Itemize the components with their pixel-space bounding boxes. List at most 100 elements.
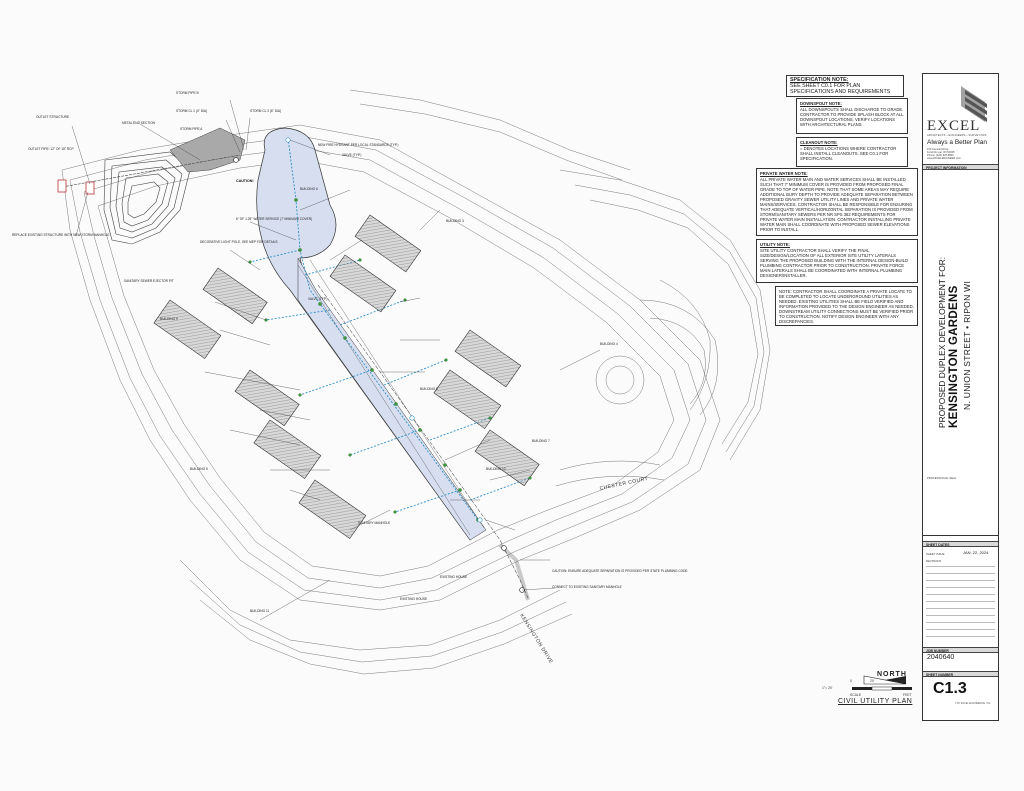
sheet-number-bar: SHEET NUMBER [923, 671, 998, 677]
cleanout-note-heading: CLEANOUT NOTE: [800, 140, 838, 145]
downspout-note-heading: DOWNSPOUT NOTE: [800, 101, 842, 106]
plan-callouts: STORM PIPE B STORM CL 3 (6" DIA) STORM C… [12, 91, 689, 613]
title-block: EXCEL ARCHITECTS • ENGINEERS • SURVEYORS… [922, 73, 999, 721]
revision-row [926, 636, 995, 637]
callout-outlet-pipe: OUTLET PIPE: 12" OF 18" RCP [28, 147, 74, 151]
utility-note-text: SITE UTILITY CONTRACTOR SHALL VERIFY THE… [760, 248, 909, 278]
sheet-date: JAN. 22, 2024 [963, 550, 989, 555]
scale-word: SCALE [850, 693, 862, 697]
cleanout-note-text: = DENOTES LOCATIONS WHERE CONTRACTOR SHA… [800, 146, 897, 161]
revision-row [926, 601, 995, 602]
north-arrow-icon [863, 675, 907, 685]
callout-sanitary-manhole: SANITARY MANHOLE [358, 521, 390, 525]
hydrant-markers [285, 137, 483, 523]
building-7 [454, 329, 522, 388]
private-water-note: PRIVATE WATER NOTE: ALL PRIVATE WATER MA… [756, 168, 918, 236]
project-info-bar: PROJECT INFORMATION [923, 164, 998, 170]
job-number-bar: JOB NUMBER [923, 647, 998, 653]
brand-name: EXCEL [927, 118, 981, 134]
private-water-note-heading: PRIVATE WATER NOTE: [760, 171, 808, 176]
callout-building-10: BUILDING 10 [486, 467, 506, 471]
job-number: 2040640 [927, 654, 955, 661]
spec-note-heading: SPECIFICATION NOTE: [790, 77, 849, 83]
professional-seal-label: PROFESSIONAL SEAL [927, 476, 957, 480]
brand-tagline: Always a Better Plan [927, 139, 987, 146]
road-name-chester: CHESTER COURT [599, 476, 649, 492]
north-label: NORTH [877, 671, 907, 678]
revision-row [926, 608, 995, 609]
contractor-note-text: NOTE: CONTRACTOR SHALL COORDINATE A PRIV… [779, 289, 914, 324]
callout-building-11: BUILDING 11 [250, 609, 269, 613]
callout-storm-pipe-b: STORM PIPE B [176, 91, 199, 95]
revision-row [926, 573, 995, 574]
spec-note-text: SEE SHEET C0.1 FOR PLAN SPECIFICATIONS A… [790, 83, 891, 95]
utility-note: UTILITY NOTE: SITE UTILITY CONTRACTOR SH… [756, 239, 918, 283]
callout-metal-end: METAL END SECTION [122, 121, 156, 125]
callout-replace-structure: REPLACE EXISTING STRUCTURE WITH NEW STOR… [12, 233, 110, 237]
sheet-number: C1.3 [933, 680, 967, 697]
valve-markers [248, 198, 532, 522]
revision-row [926, 629, 995, 630]
private-water-note-text: ALL PRIVATE WATER MAIN AND WATER SERVICE… [760, 177, 913, 232]
professional-seal-box [922, 472, 999, 536]
callout-caution-1: CAUTION! [236, 179, 254, 183]
callout-caution-separation: CAUTION: ENSURE ADEQUATE SEPARATION IS P… [552, 569, 689, 573]
callout-connect-sanitary: CONNECT TO EXISTING SANITARY MANHOLE [552, 585, 622, 589]
project-location: N. UNION STREET • RIPON WI [962, 280, 972, 410]
revision-row [926, 587, 995, 588]
callout-building-8: BUILDING 8 [420, 387, 438, 391]
building-10 [253, 419, 322, 479]
revision-row [926, 594, 995, 595]
sheet-issue-label: SHEET ISSUE [926, 552, 945, 556]
callout-valve-1: VALVE (TYP.) [342, 153, 361, 157]
callout-building-9: BUILDING 9 [160, 317, 178, 321]
project-name: KENSINGTON GARDENS [948, 285, 960, 428]
existing-house-label-2: EXISTING HOUSE [400, 597, 427, 601]
copyright: © BY EXCEL ENGINEERING, INC. [955, 703, 992, 705]
plan-title: CIVIL UTILITY PLAN [838, 698, 913, 705]
callout-valve-2: VALVE (TYP.) [308, 297, 327, 301]
callout-light-pole: DECORATIVE LIGHT POLE, SEE MEP FOR DETAI… [200, 240, 278, 244]
feet-word: FEET [903, 693, 912, 697]
callout-ejector-pit: SANITARY SEWER EJECTOR PIT [124, 279, 174, 283]
callout-building-3: BUILDING 3 [446, 219, 464, 223]
site-plan-drawing: KENSINGTON DRIVE CHESTER COURT EXISTING … [12, 89, 771, 675]
contractor-note: NOTE: CONTRACTOR SHALL COORDINATE A PRIV… [775, 286, 918, 326]
callout-building-6: BUILDING 6 [300, 187, 318, 191]
building-8 [433, 369, 502, 429]
downspout-note: DOWNSPOUT NOTE: ALL DOWNSPOUTS SHALL DIS… [796, 98, 908, 134]
callout-building-4: BUILDING 4 [600, 342, 618, 346]
building-3 [354, 214, 422, 273]
scale-bar [852, 686, 912, 691]
project-line1: PROPOSED DUPLEX DEVELOPMENT FOR: [937, 256, 947, 428]
callout-fire-hydrant: NEW FIRE HYDRANT PER LOCAL STANDARDS (TY… [318, 143, 398, 147]
contour-lines [61, 89, 771, 675]
scale-tick-20: 20' [870, 679, 875, 683]
callout-storm-cl1: STORM CL 1 (4" DIA) [176, 109, 207, 113]
callout-storm-cl3: STORM CL 3 (6" DIA) [250, 109, 281, 113]
sheet-dates-bar: SHEET DATES [923, 541, 998, 547]
revision-row [926, 622, 995, 623]
revision-row [926, 566, 995, 567]
revisions-label: REVISIONS [926, 559, 942, 563]
downspout-note-text: ALL DOWNSPOUTS SHALL DISCHARGE TO GRADE.… [800, 107, 904, 127]
road-name-kensington: KENSINGTON DRIVE [518, 613, 554, 665]
callout-outlet-structure: OUTLET STRUCTURE [36, 115, 69, 119]
detention-pond [103, 151, 191, 245]
callout-water-service: 6" OF 1.25" WATER SERVICE (7' MINIMUM CO… [236, 217, 312, 221]
callout-building-7: BUILDING 7 [532, 439, 550, 443]
scale-tick-0: 0 [850, 679, 852, 683]
private-drive [256, 127, 487, 541]
callout-building-5: BUILDING 5 [190, 467, 208, 471]
rip-rap-swale [169, 127, 246, 173]
excel-logo-icon [961, 86, 987, 122]
brand-address: 100 Camelot Drive Fond Du Lac, WI 54935 … [927, 148, 961, 161]
scale-ratio: 1"= 20' [822, 686, 833, 690]
callout-storm-pipe-a: STORM PIPE A [180, 127, 203, 131]
spec-note: SPECIFICATION NOTE: SEE SHEET C0.1 FOR P… [786, 75, 904, 97]
revision-row [926, 615, 995, 616]
manhole-markers [233, 157, 525, 593]
building-6 [153, 299, 222, 359]
buildings [153, 214, 540, 539]
